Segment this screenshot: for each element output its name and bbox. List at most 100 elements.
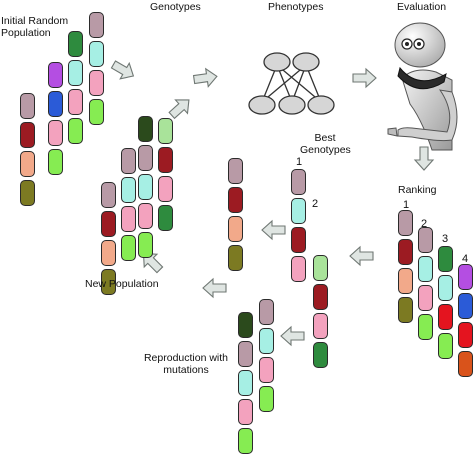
gene-blue	[458, 293, 473, 319]
genome-column	[101, 182, 116, 298]
gene-salmon	[398, 268, 413, 294]
phenotypes-label: Phenotypes	[268, 1, 324, 13]
genotypes-label: Genotypes	[150, 1, 201, 13]
flow-arrow	[352, 67, 377, 89]
gene-lime	[138, 232, 153, 258]
genome-column	[121, 148, 136, 264]
input-neuron	[263, 52, 291, 72]
rank-3: 3	[442, 233, 449, 245]
gene-red	[228, 187, 243, 213]
input-neuron	[292, 52, 320, 72]
gene-blue	[48, 91, 63, 117]
output-neuron	[307, 95, 335, 115]
genome-column	[238, 312, 253, 457]
gene-cyan	[259, 328, 274, 354]
gene-lime	[259, 386, 274, 412]
gene-salmon	[20, 151, 35, 177]
genome-column	[68, 31, 83, 147]
gene-mauve	[418, 227, 433, 253]
gene-pink	[121, 206, 136, 232]
gene-cyan	[121, 177, 136, 203]
evaluation-label: Evaluation	[397, 1, 447, 13]
gene-green	[313, 342, 328, 368]
best-rank-2: 2	[312, 198, 319, 210]
ranking-label: Ranking	[398, 184, 437, 196]
gene-mauve	[89, 12, 104, 38]
gene-olive	[101, 269, 116, 295]
gene-dark-green	[238, 312, 253, 338]
gene-olive	[228, 245, 243, 271]
gene-pink	[158, 176, 173, 202]
gene-mauve	[238, 341, 253, 367]
evaluation-robot	[387, 22, 458, 151]
gene-mauve	[291, 169, 306, 195]
gene-light-green	[158, 118, 173, 144]
gene-pink	[48, 120, 63, 146]
gene-light-green	[313, 255, 328, 281]
gene-red	[313, 284, 328, 310]
gene-lime	[438, 333, 453, 359]
flow-arrow	[261, 219, 286, 241]
rank-1: 1	[403, 199, 410, 211]
gene-pink	[138, 203, 153, 229]
gene-salmon	[101, 240, 116, 266]
gene-red	[291, 227, 306, 253]
gene-mauve	[101, 182, 116, 208]
phenotype-network	[248, 52, 335, 115]
flow-arrow	[413, 146, 435, 171]
flow-arrow	[168, 99, 190, 120]
gene-green	[158, 205, 173, 231]
gene-lime	[48, 149, 63, 175]
genome-column	[313, 255, 328, 371]
genome-column	[89, 12, 104, 128]
gene-cyan	[68, 60, 83, 86]
gene-lime	[238, 428, 253, 454]
gene-mauve	[259, 299, 274, 325]
genome-column	[138, 116, 153, 261]
gene-lime	[121, 235, 136, 261]
gene-mauve	[228, 158, 243, 184]
genome-column	[418, 227, 433, 343]
gene-olive	[398, 297, 413, 323]
initial-population-text: Initial Random Population	[1, 15, 69, 39]
gene-olive	[20, 180, 35, 206]
genome-column	[398, 210, 413, 326]
gene-mauve	[121, 148, 136, 174]
gene-cyan	[418, 256, 433, 282]
gene-green	[438, 246, 453, 272]
genome-column	[228, 158, 243, 274]
gene-lime	[418, 314, 433, 340]
flow-arrows	[110, 60, 435, 347]
rank-2: 2	[421, 218, 428, 230]
output-neuron	[248, 95, 276, 115]
gene-lime	[68, 118, 83, 144]
gene-pink	[418, 285, 433, 311]
gene-pink	[89, 70, 104, 96]
flow-arrow	[202, 277, 227, 299]
output-neuron	[278, 95, 306, 115]
gene-pink	[313, 313, 328, 339]
gene-green	[68, 31, 83, 57]
gene-cyan	[238, 370, 253, 396]
robot-arm	[397, 89, 458, 142]
gene-red	[20, 122, 35, 148]
genetic-algorithm-diagram	[110, 22, 458, 347]
new-population-label: New Population	[85, 278, 159, 290]
robot-pupil	[405, 42, 409, 46]
initial-population-label: Initial Random Population	[1, 15, 71, 39]
gene-pink	[238, 399, 253, 425]
flow-arrow	[349, 245, 374, 267]
gene-mauve	[138, 145, 153, 171]
reproduction-label: Reproduction with mutations	[143, 352, 229, 376]
rank-4: 4	[462, 253, 469, 265]
gene-purple	[458, 264, 473, 290]
flow-arrow	[192, 67, 218, 88]
gene-cyan	[291, 198, 306, 224]
gene-bright-red	[458, 322, 473, 348]
genome-column	[48, 62, 63, 178]
gene-cyan	[89, 41, 104, 67]
best-rank-1: 1	[296, 156, 303, 168]
gene-mauve	[20, 93, 35, 119]
genome-column	[259, 299, 274, 415]
gene-orange-red	[458, 351, 473, 377]
